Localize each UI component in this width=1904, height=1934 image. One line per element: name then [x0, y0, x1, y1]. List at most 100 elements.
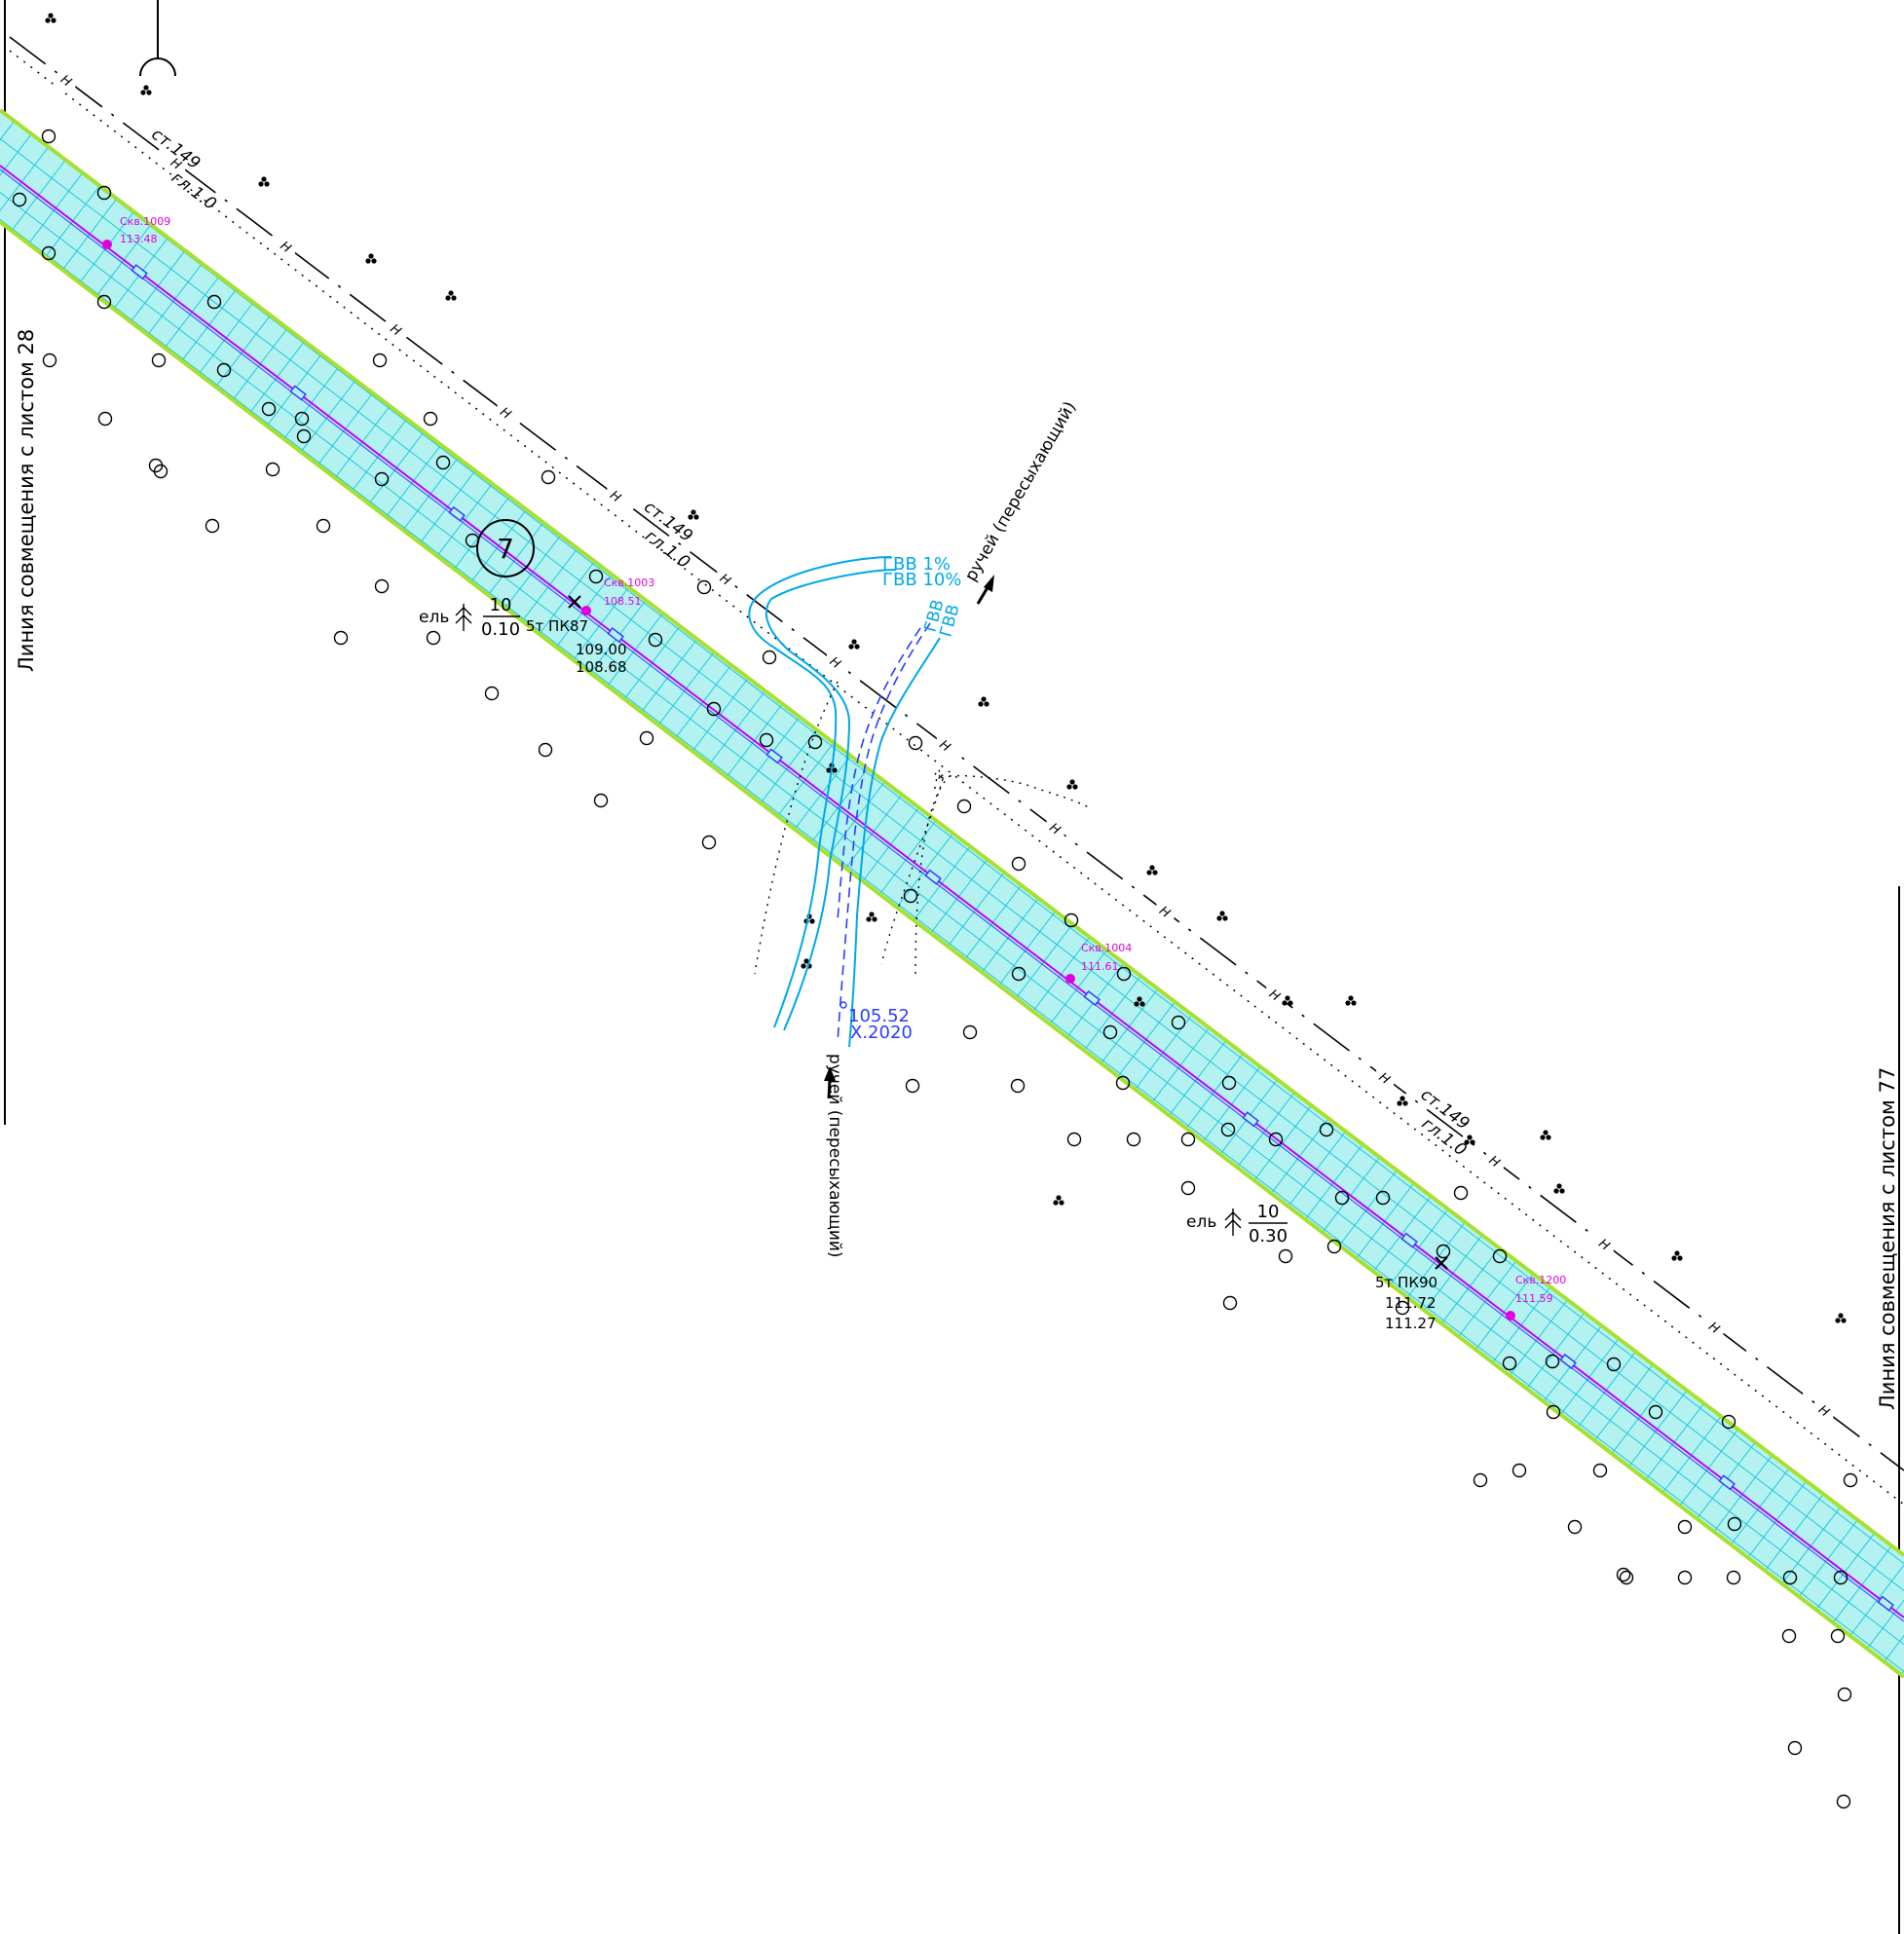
shrub-dot	[1219, 911, 1225, 916]
shrub-dot	[1467, 1134, 1473, 1140]
shrub-dot	[809, 918, 815, 924]
tree-1: ель 10 0.10	[419, 595, 520, 640]
shrub-dot	[1351, 1000, 1357, 1006]
ground-circle	[205, 518, 220, 534]
shrub-dot	[1152, 870, 1158, 875]
flow-arrow-lower	[824, 1066, 836, 1099]
ground-circle	[41, 129, 56, 144]
ground-circle	[1066, 1132, 1082, 1147]
ground-circle	[1171, 1015, 1186, 1030]
ground-circle	[1268, 1132, 1284, 1147]
axis-marker	[1718, 1474, 1736, 1491]
ground-circle	[1592, 1463, 1608, 1478]
shrub-dot	[826, 767, 832, 773]
shrub-dot	[143, 85, 149, 91]
shrub-dot	[869, 911, 875, 917]
shrub-dot	[1059, 1200, 1064, 1206]
ground-circle	[1833, 1570, 1848, 1585]
ground-circle	[1011, 966, 1027, 982]
ground-circle	[333, 630, 349, 646]
ground-circle	[541, 469, 556, 485]
left-match-label: Линия совмещения с листом 28	[15, 329, 38, 672]
shrub-dot	[1841, 1318, 1847, 1323]
sheet-marker-number: 7	[497, 533, 514, 565]
ground-circle	[1677, 1570, 1693, 1585]
well-1003-elev: 108.51	[604, 595, 642, 608]
shrub-dot	[1282, 1000, 1288, 1006]
ground-circle	[1116, 966, 1132, 982]
well-1200: Скв.1200 111.59	[1506, 1274, 1566, 1320]
ground-circle	[1787, 1740, 1803, 1756]
ground-circle	[1782, 1570, 1798, 1585]
ground-circle	[538, 742, 553, 758]
ground-circle	[593, 793, 609, 808]
well-1004: Скв.1004 111.61	[1065, 942, 1132, 984]
shrub-dot	[1139, 1001, 1145, 1007]
h-marker-gap	[1595, 1234, 1614, 1254]
well-1003: Скв.1003 108.51	[581, 576, 654, 615]
h-marker-gap	[1376, 1067, 1395, 1088]
corridor-grid-line	[0, 118, 1904, 1631]
gvv-10-label: ГВВ 10%	[882, 570, 961, 590]
ground-circle	[1126, 1132, 1141, 1147]
corridor-edge-bottom	[0, 220, 1904, 1679]
ground-circle	[206, 294, 222, 310]
picket-pk87-label: 5т ПК87	[526, 617, 588, 635]
shrub-dot	[261, 176, 267, 182]
shrub-dot	[368, 253, 374, 259]
ground-circle	[41, 245, 56, 261]
h-marker-gap	[168, 153, 186, 173]
stream	[748, 556, 941, 1048]
shrub-dot	[264, 181, 270, 187]
ground-circle	[1064, 912, 1079, 928]
ground-circle	[1436, 1244, 1451, 1259]
shrub-dot	[1072, 784, 1078, 790]
picket-pk90-top: 111.72	[1385, 1294, 1437, 1312]
shrub-dot	[1464, 1139, 1470, 1145]
ground-circle	[12, 192, 27, 207]
ground-circle	[435, 455, 451, 470]
ground-circle	[905, 1078, 920, 1094]
shrub-dot	[1146, 870, 1152, 875]
picket-pk90: 5т ПК90 111.72 111.27	[1375, 1256, 1448, 1332]
ground-circle	[1011, 856, 1027, 872]
ground-circle	[96, 294, 112, 310]
shrub-dot	[1134, 1001, 1139, 1007]
ground-circle	[1319, 1122, 1334, 1137]
pole-symbol	[139, 0, 176, 77]
ground-circle	[1453, 1185, 1469, 1201]
axis-marker	[1877, 1595, 1894, 1612]
shrub-dot	[448, 290, 454, 296]
ground-circle	[261, 401, 277, 417]
stream-label-upper: ручей (пересыхающий)	[961, 398, 1080, 584]
ground-circle	[1395, 1300, 1410, 1316]
stream-dashed	[837, 622, 931, 1043]
shrub-dot	[1671, 1255, 1677, 1261]
shrub-dot	[146, 90, 152, 95]
ground-circle	[1010, 1078, 1026, 1094]
axis-marker	[131, 264, 148, 280]
shrub-dot	[1345, 1000, 1351, 1006]
ground-circle	[1781, 1628, 1797, 1644]
ground-circle	[96, 185, 112, 201]
shrub-dot	[1402, 1100, 1408, 1106]
ground-circle	[1648, 1404, 1663, 1420]
shrub-dot	[691, 509, 696, 515]
shrub-dot	[1222, 915, 1228, 921]
pipeline-axis	[0, 165, 1904, 1618]
ground-circle	[372, 353, 388, 368]
ground-circle	[1567, 1519, 1583, 1535]
ground-circle	[151, 353, 167, 368]
shrub-dot	[803, 958, 809, 964]
picket-pk87: 5т ПК87 109.00 108.68	[526, 595, 627, 676]
ground-circle	[1836, 1794, 1851, 1809]
shrub-dot	[1559, 1188, 1565, 1194]
ground-circle	[1616, 1567, 1631, 1582]
ground-circle	[1473, 1472, 1488, 1488]
axis-marker	[1083, 989, 1101, 1007]
shrub-dot	[854, 644, 860, 650]
shrub-dot	[1066, 784, 1072, 790]
h-marker-gap	[1156, 901, 1175, 921]
axis-marker	[1400, 1232, 1418, 1248]
